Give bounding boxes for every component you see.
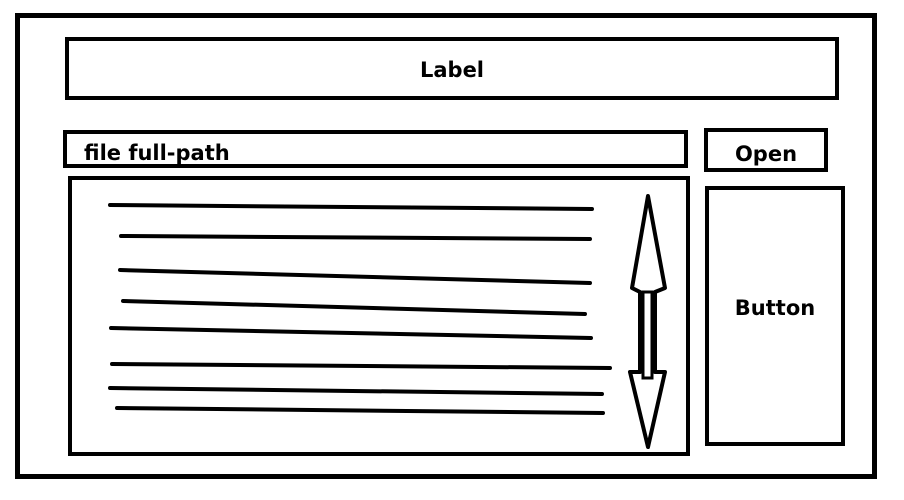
path-field-value: file full-path xyxy=(84,141,230,165)
path-field[interactable]: file full-path xyxy=(63,130,688,168)
side-button[interactable]: Button xyxy=(705,186,845,446)
text-line xyxy=(115,406,605,415)
label-box: Label xyxy=(65,37,839,100)
text-line xyxy=(118,268,592,285)
text-line xyxy=(121,299,587,316)
text-line xyxy=(110,362,612,370)
text-line xyxy=(109,326,593,340)
scrollbar-thumb[interactable] xyxy=(641,290,654,380)
text-line xyxy=(108,386,604,396)
open-button-label: Open xyxy=(734,142,798,166)
text-line xyxy=(108,203,594,211)
open-button[interactable]: Open xyxy=(704,128,828,172)
text-line xyxy=(119,234,592,241)
side-button-label: Button xyxy=(734,296,816,320)
label-text: Label xyxy=(419,58,485,82)
